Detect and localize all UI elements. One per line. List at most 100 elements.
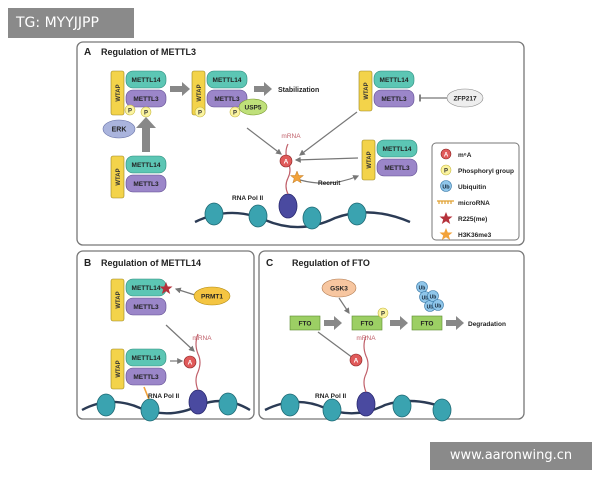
fto-box-3 bbox=[411, 315, 443, 331]
nucleosome-icon bbox=[347, 202, 367, 226]
panel-c-frame bbox=[258, 250, 525, 420]
ubiquitin-icon bbox=[427, 290, 439, 302]
stabilization-label: Stabilization bbox=[278, 87, 319, 94]
fto-box-1 bbox=[289, 315, 321, 331]
arrow-icon bbox=[294, 156, 359, 163]
orange-star-icon bbox=[439, 228, 453, 240]
watermark-top-left: TG: MYYJJPP bbox=[8, 8, 134, 38]
arrow-icon bbox=[446, 316, 464, 330]
mrna-label: mRNA bbox=[281, 133, 301, 140]
nucleosome-icon bbox=[432, 398, 452, 422]
rna-pol-ii-icon bbox=[278, 193, 298, 219]
nucleosome-icon bbox=[218, 392, 238, 416]
ub-label: Ub bbox=[442, 185, 450, 191]
recruit-label: Recruit bbox=[318, 180, 341, 187]
wtap-label: WTAP bbox=[116, 168, 122, 185]
arrow-icon bbox=[390, 316, 408, 330]
wtap-label: WTAP bbox=[197, 84, 203, 101]
ub-label: Ub bbox=[419, 286, 426, 292]
p-label: P bbox=[444, 169, 448, 175]
mettl3-label: METTL3 bbox=[384, 165, 410, 172]
red-star-icon bbox=[159, 282, 173, 294]
legend-label: Phosphoryl group bbox=[458, 168, 514, 175]
prmt1-bubble bbox=[193, 286, 231, 306]
nucleosome-icon bbox=[140, 398, 160, 422]
wtap-label: WTAP bbox=[367, 151, 373, 168]
panel-c-letter: C bbox=[266, 258, 273, 269]
p-label: P bbox=[144, 111, 148, 117]
erk-bubble bbox=[102, 119, 136, 139]
complex-a5: WTAP METTL14 METTL3 bbox=[361, 139, 418, 181]
microrna-icon bbox=[437, 200, 454, 204]
dna-strand bbox=[194, 211, 411, 229]
complex-a4: WTAP METTL14 METTL3 bbox=[358, 70, 415, 112]
m6a-icon bbox=[440, 148, 452, 160]
orange-star-icon bbox=[289, 170, 305, 184]
m6a-icon bbox=[349, 353, 363, 367]
rna-pol-ii-icon bbox=[356, 391, 376, 417]
mettl3-label: METTL3 bbox=[133, 304, 159, 311]
ub-label: Ub bbox=[435, 304, 442, 310]
p-label: P bbox=[381, 312, 385, 318]
ubiquitin-icon bbox=[432, 299, 444, 311]
p-label: P bbox=[233, 111, 237, 117]
nucleosome-group bbox=[204, 202, 367, 230]
legend-frame bbox=[431, 142, 520, 241]
degradation-label: Degradation bbox=[468, 321, 506, 328]
watermark-bottom-right: www.aaronwing.cn bbox=[430, 442, 592, 470]
phosphoryl-icon bbox=[440, 164, 452, 176]
zfp217-label: ZFP217 bbox=[453, 96, 477, 103]
p-label: P bbox=[198, 111, 202, 117]
gsk3-bubble bbox=[321, 278, 357, 298]
nucleosome-icon bbox=[392, 394, 412, 418]
complex-a1: WTAP METTL14 METTL3 P P bbox=[110, 70, 167, 118]
arrow-icon bbox=[165, 324, 195, 352]
arrow-icon bbox=[246, 127, 282, 155]
mettl14-label: METTL14 bbox=[380, 77, 409, 84]
inhibit-line bbox=[317, 331, 356, 362]
mettl3-label: METTL3 bbox=[133, 374, 159, 381]
ub-label: Ub bbox=[422, 296, 429, 302]
panel-a-letter: A bbox=[84, 47, 91, 58]
mettl3-label: METTL3 bbox=[133, 181, 159, 188]
mettl3-label: METTL3 bbox=[133, 96, 159, 103]
erk-label: ERK bbox=[112, 127, 127, 134]
wtap-label: WTAP bbox=[116, 84, 122, 101]
legend-label: H3K36me3 bbox=[458, 232, 492, 239]
usp5-bubble bbox=[238, 98, 268, 116]
mettl3-label: METTL3 bbox=[214, 96, 240, 103]
m6a-letter: A bbox=[284, 159, 289, 166]
red-star-icon bbox=[439, 212, 453, 224]
gsk3-label: GSK3 bbox=[330, 286, 348, 293]
zfp217-bubble bbox=[446, 88, 484, 108]
arrow-icon bbox=[170, 82, 190, 96]
legend-label: R225(me) bbox=[458, 216, 487, 223]
ub-label: Ub bbox=[427, 305, 434, 311]
fto-label: FTO bbox=[361, 321, 374, 328]
nucleosome-icon bbox=[96, 393, 116, 417]
wtap-label: WTAP bbox=[364, 82, 370, 99]
m6a-letter: A bbox=[354, 358, 359, 365]
legend-label: m⁶A bbox=[458, 152, 472, 159]
fto-label: FTO bbox=[299, 321, 312, 328]
nucleosome-icon bbox=[204, 202, 224, 226]
mettl14-label: METTL14 bbox=[132, 162, 161, 169]
nucleosome-icon bbox=[302, 206, 322, 230]
nucleosome-icon bbox=[280, 393, 300, 417]
complex-b2: WTAP METTL14 METTL3 bbox=[110, 348, 167, 390]
mrna-label: mRNA bbox=[356, 335, 376, 342]
legend-label: microRNA bbox=[458, 200, 490, 207]
panel-a-title: Regulation of METTL3 bbox=[101, 47, 196, 57]
complex-b1: WTAP METTL14 METTL3 bbox=[110, 278, 173, 322]
mrna-strand bbox=[363, 335, 369, 393]
mrna-strand bbox=[195, 333, 201, 391]
mettl14-label: METTL14 bbox=[213, 77, 242, 84]
panel-b-letter: B bbox=[84, 258, 91, 269]
up-arrow-icon bbox=[136, 117, 156, 152]
mettl3-label: METTL3 bbox=[381, 96, 407, 103]
fto-label: FTO bbox=[421, 321, 434, 328]
usp5-label: USP5 bbox=[245, 105, 262, 112]
arrow-icon bbox=[299, 111, 358, 156]
ubiquitin-icon bbox=[440, 180, 452, 192]
complex-a2: WTAP METTL14 METTL3 P P USP5 bbox=[191, 70, 268, 118]
